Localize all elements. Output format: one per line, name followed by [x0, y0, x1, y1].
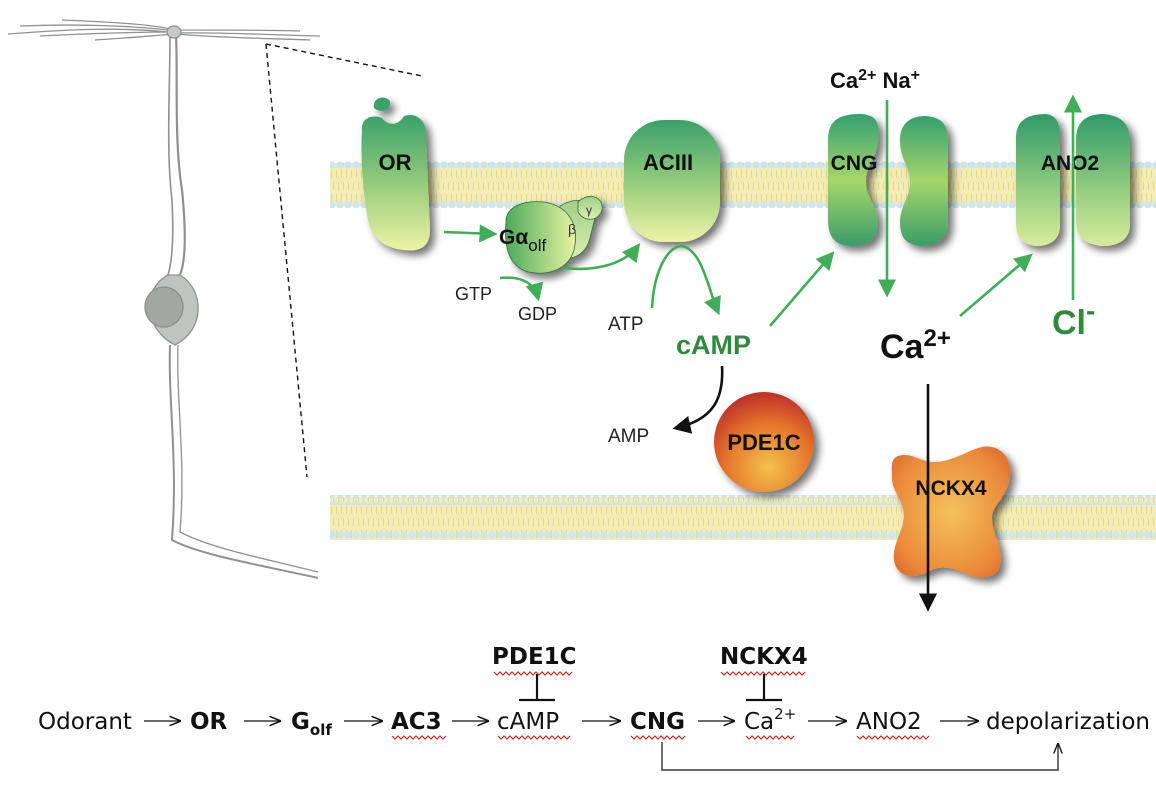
- spellcheck-squiggle: [391, 735, 447, 740]
- camp-label: cAMP: [676, 330, 751, 360]
- pathway-step-ano2: ANO2: [856, 709, 922, 735]
- zoom-line-top: [265, 43, 423, 77]
- inhibitor-pde1c-label: PDE1C: [492, 644, 577, 670]
- zoom-line-bottom: [265, 43, 308, 478]
- arrow-atp-to-camp: [650, 244, 721, 316]
- spellcheck-squiggle: [856, 735, 930, 740]
- pathway-step-ca: Ca2+: [744, 705, 796, 735]
- pde1c-label: PDE1C: [727, 430, 800, 455]
- pde1c-enzyme: [714, 392, 814, 492]
- cng-channel: [828, 114, 948, 246]
- spellcheck-squiggle: [630, 735, 686, 740]
- cng-label: CNG: [831, 152, 878, 175]
- or-label: OR: [379, 150, 412, 175]
- spellcheck-squiggle: [497, 735, 571, 740]
- nckx4-exchanger: [891, 446, 1011, 578]
- aciii-enzyme: [624, 120, 720, 242]
- pathway-step-camp: cAMP: [497, 709, 559, 735]
- atp-label: ATP: [608, 314, 644, 335]
- spellcheck-squiggle: [720, 671, 806, 676]
- or-receptor: [361, 97, 430, 251]
- nckx4-label: NCKX4: [915, 477, 987, 500]
- pathway-step-or: OR: [190, 709, 228, 735]
- pathway-step-cng: CNG: [630, 709, 685, 735]
- pathway-step-odorant: Odorant: [38, 709, 132, 735]
- g-gamma-label: γ: [586, 203, 592, 217]
- arrow-or-to-galpha: [443, 224, 498, 243]
- arrow-camp-to-cng: [769, 251, 835, 327]
- arrow-galpha-to-aciii: [563, 243, 641, 271]
- aciii-label: ACIII: [643, 150, 693, 175]
- g-alpha-label: Gαolf: [499, 226, 546, 255]
- ca-intracellular-label: Ca2+: [880, 325, 951, 366]
- ca-na-label: Ca2+ Na+: [830, 67, 920, 93]
- ano2-channel: [1016, 114, 1130, 246]
- signal-arrows: [443, 94, 1083, 327]
- black-arrows: [672, 365, 938, 612]
- gtp-label: GTP: [455, 284, 492, 304]
- g-beta-label: β: [568, 221, 576, 237]
- gdp-label: GDP: [518, 304, 557, 324]
- pathway-step-golf: Golf: [291, 709, 332, 739]
- arrow-ca-to-ano2: [959, 253, 1033, 317]
- arrow-gtp-to-gdp: [499, 276, 544, 302]
- g-protein-complex: [505, 196, 603, 274]
- olfactory-neuron-illustration: [7, 19, 321, 579]
- pathway-step-depolarization: depolarization: [986, 709, 1150, 735]
- amp-label: AMP: [608, 426, 649, 447]
- pathway-bypass-arrow: [661, 742, 1058, 771]
- inhibitor-nckx4-label: NCKX4: [720, 644, 808, 670]
- spellcheck-squiggle: [745, 735, 795, 740]
- ano2-label: ANO2: [1041, 152, 1099, 175]
- pathway-step-ac3: AC3: [391, 709, 442, 735]
- pathway-summary: Odorant OR Golf AC3 cAMP CNG Ca2+ ANO2 d…: [38, 644, 1150, 771]
- cl-label: Cl-: [1052, 295, 1095, 342]
- spellcheck-squiggle: [493, 671, 573, 676]
- arrow-camp-to-amp: [672, 365, 724, 434]
- membrane-bottom: [330, 495, 1156, 541]
